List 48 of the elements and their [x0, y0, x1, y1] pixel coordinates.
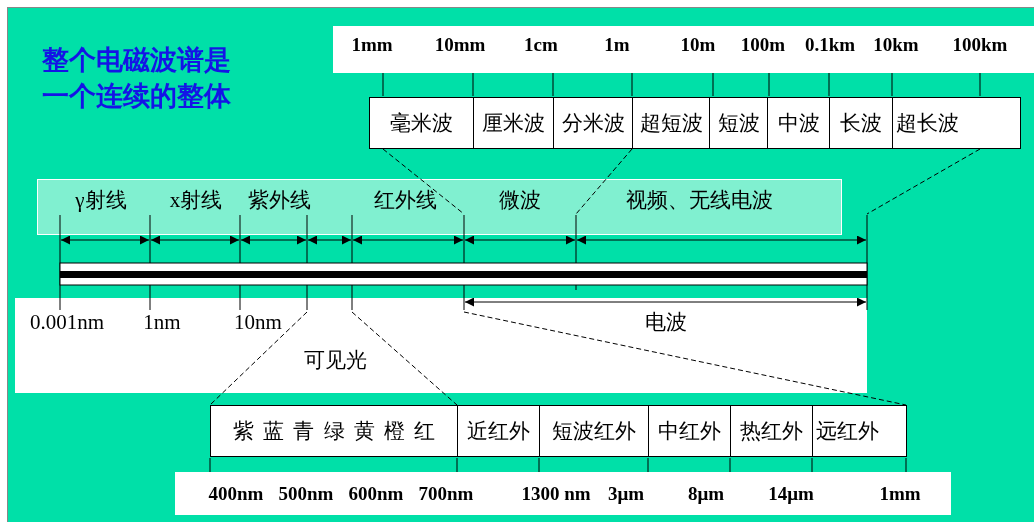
band-cell: 中红外 — [648, 405, 731, 457]
spectrum-bar — [59, 214, 869, 312]
band-cell: 超长波 — [892, 97, 1021, 149]
band-label: 微波 — [499, 189, 541, 211]
scale-label: 1mm — [879, 483, 921, 503]
scale-label: 400nm — [208, 483, 264, 503]
band-cell: 超短波 — [632, 97, 710, 149]
band-cell: 长波 — [829, 97, 893, 149]
band-cell: 毫米波 — [369, 97, 474, 149]
scale-label: 700nm — [418, 483, 474, 503]
scale-label: 3μm — [607, 483, 645, 503]
band-cell: 厘米波 — [473, 97, 554, 149]
band-cell: 短波 — [709, 97, 768, 149]
dashed-connector — [575, 148, 633, 215]
scale-label: 10mm — [434, 34, 486, 54]
slide-title: 整个电磁波谱是一个连续的整体 — [42, 43, 232, 113]
scale-label: 1300 nm — [521, 483, 591, 503]
scale-label: 0.1km — [804, 34, 856, 54]
scale-label: 600nm — [348, 483, 404, 503]
dashed-connector — [463, 311, 907, 406]
band-label: 红外线 — [373, 189, 437, 211]
dashed-connector — [866, 148, 981, 215]
scale-label: 8μm — [687, 483, 725, 503]
band-cell: 中波 — [767, 97, 830, 149]
dashed-connector — [209, 311, 308, 406]
band-label: 电波 — [645, 311, 687, 333]
scale-label: 100km — [952, 34, 1008, 54]
dashed-connector — [351, 311, 458, 406]
band-cell: 紫 蓝 青 绿 黄 橙 红 — [210, 405, 458, 457]
scale-label: 0.001nm — [29, 311, 105, 333]
scale-label: 10nm — [234, 311, 282, 333]
scale-label: 10km — [873, 34, 919, 54]
scale-label: 10m — [680, 34, 716, 54]
scale-label: 100m — [740, 34, 786, 54]
scale-label: 1m — [604, 34, 630, 54]
band-cell: 分米波 — [553, 97, 633, 149]
scale-label: 14μm — [768, 483, 814, 503]
dashed-connector — [382, 148, 465, 215]
scale-label: 500nm — [278, 483, 334, 503]
band-cell: 远红外 — [812, 405, 907, 457]
scale-label: 1nm — [143, 311, 181, 333]
scale-label: 1cm — [524, 34, 558, 54]
band-cell: 近红外 — [457, 405, 540, 457]
band-cell: 热红外 — [730, 405, 813, 457]
band-label: 可见光 — [303, 349, 367, 371]
band-label: 视频、无线电波 — [625, 189, 773, 211]
band-cell: 短波红外 — [539, 405, 649, 457]
scale-label: 1mm — [351, 34, 393, 54]
